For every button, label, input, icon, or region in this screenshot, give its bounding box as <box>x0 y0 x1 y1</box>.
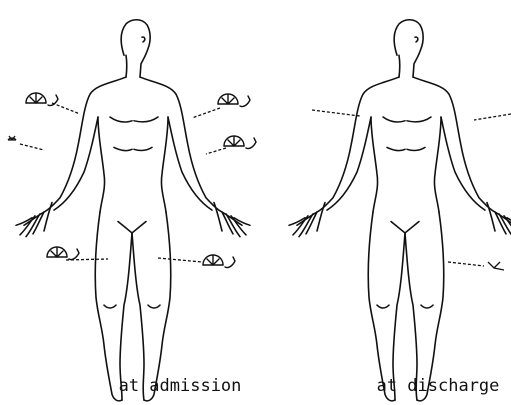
caption-at-admission: at admission <box>90 376 270 396</box>
caption-at-discharge: at discharge <box>358 376 511 396</box>
goniometer-icon <box>224 136 256 149</box>
goniometer-icon <box>218 94 250 107</box>
discharge-measurement-markers <box>312 110 511 270</box>
angle-check-icon <box>488 262 504 270</box>
goniometer-icon <box>47 247 79 260</box>
goniometer-icon <box>8 136 16 140</box>
figure-at-admission <box>16 20 250 401</box>
figure-at-discharge <box>289 20 511 401</box>
goniometer-icon <box>203 255 235 268</box>
